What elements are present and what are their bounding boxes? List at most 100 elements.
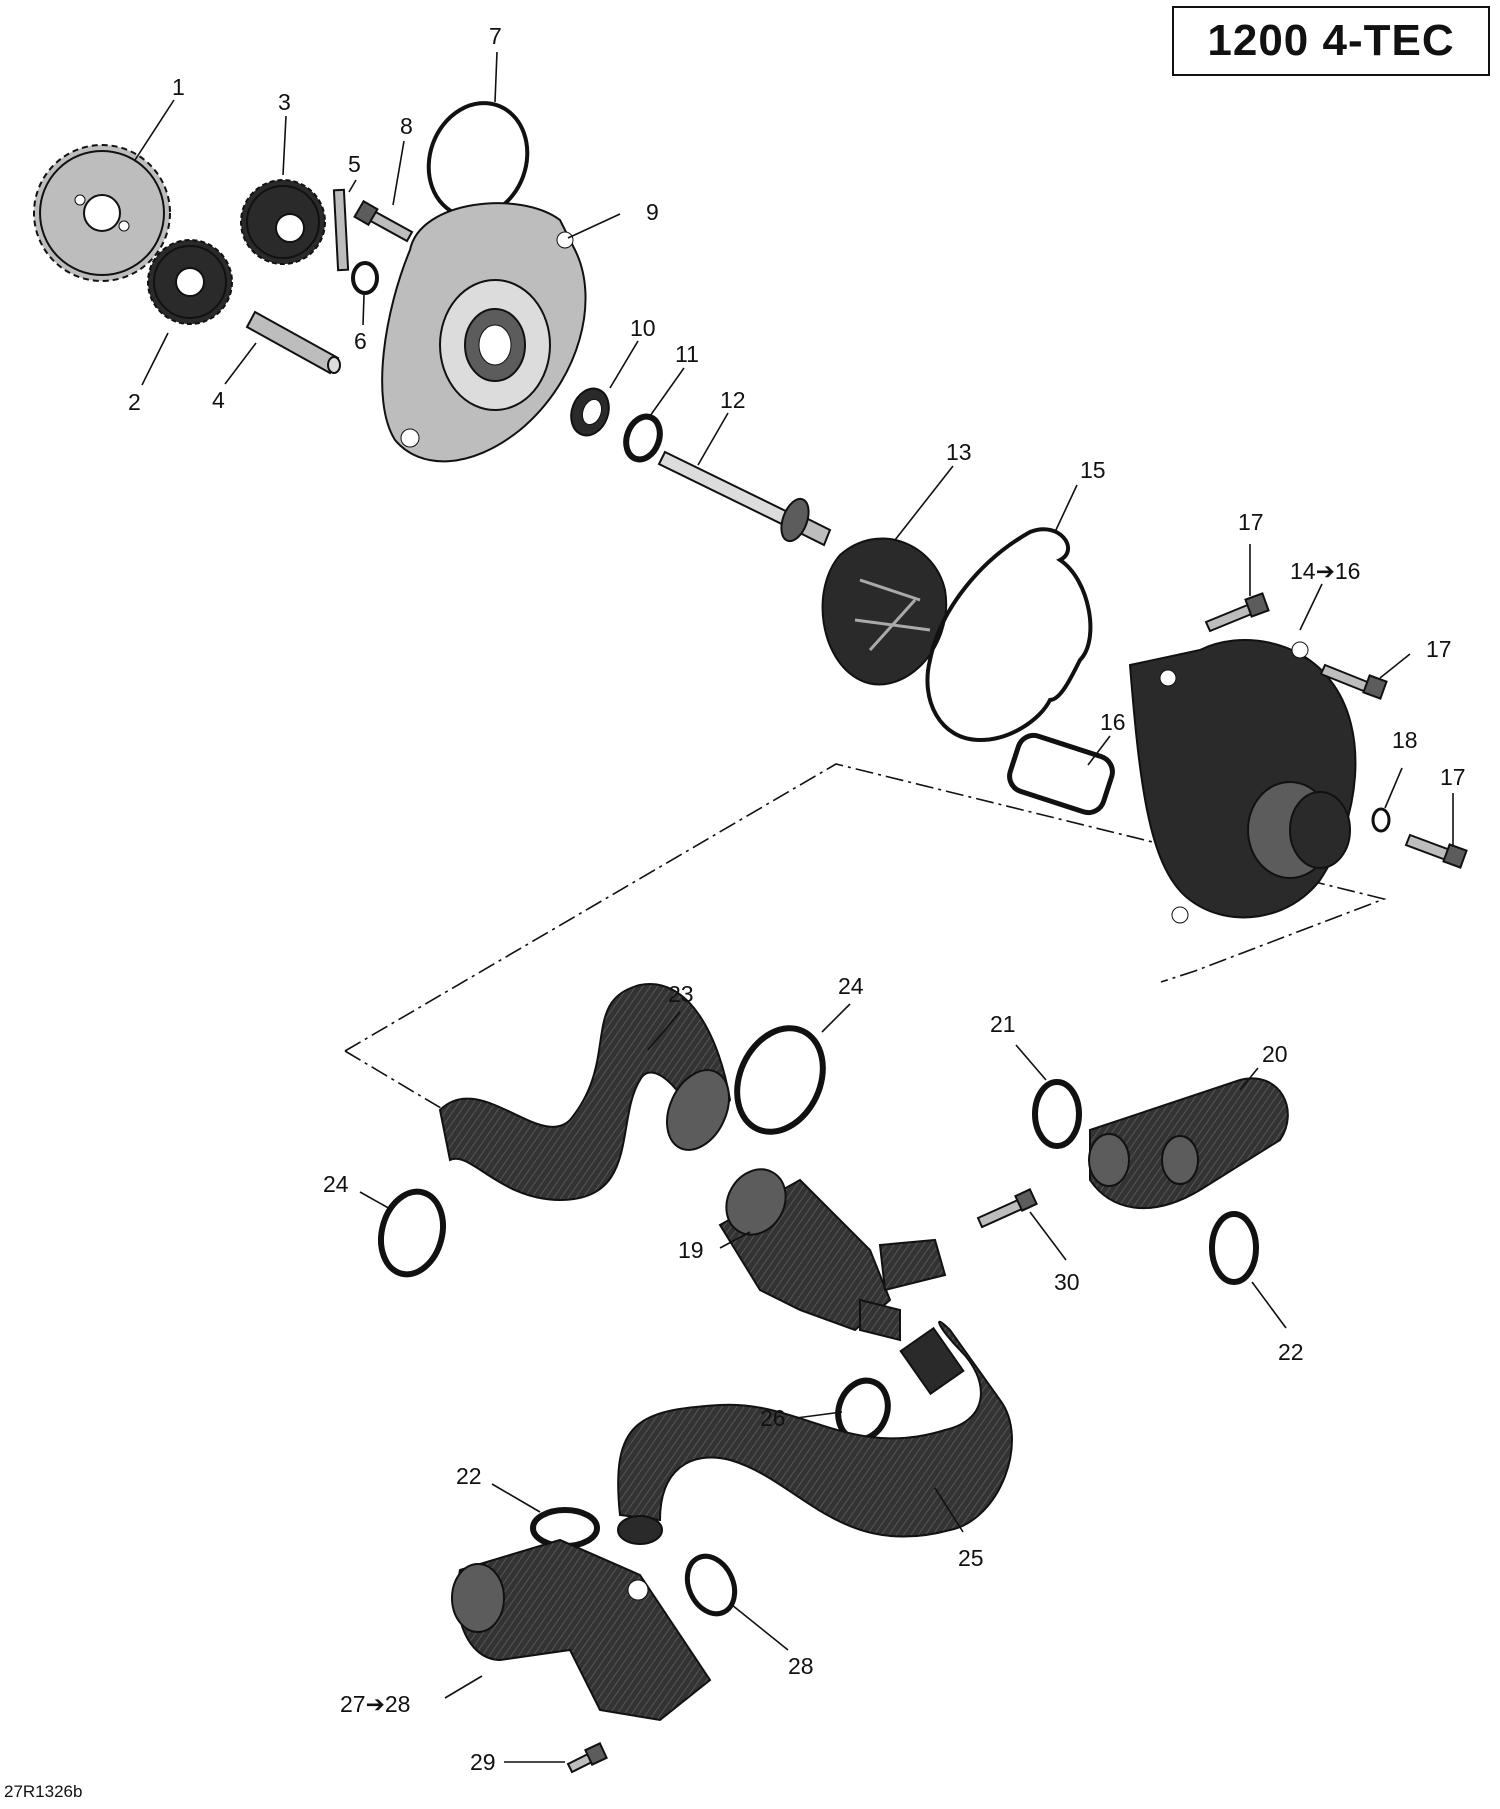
assembly-line [344, 763, 1387, 1052]
part-18-washer [1371, 807, 1391, 833]
leader-7 [494, 51, 498, 103]
leader-8 [392, 140, 405, 206]
callout-24b: 24 [323, 1171, 349, 1197]
part-21-clamp [1032, 1079, 1082, 1149]
part-28-o-ring [684, 1553, 738, 1617]
callout-5: 5 [348, 151, 361, 177]
callout-26: 26 [760, 1405, 786, 1431]
part-24-clamp-lower [378, 1188, 446, 1278]
assembly-line-branch [344, 1050, 457, 1118]
leader-27 [444, 1675, 483, 1699]
callout-22b: 22 [456, 1463, 482, 1489]
callout-16: 16 [1100, 709, 1126, 735]
callout-23: 23 [668, 981, 694, 1007]
leader-24a [821, 1003, 851, 1033]
leader-12 [697, 412, 729, 466]
callout-22a: 22 [1278, 1339, 1304, 1365]
callout-9: 9 [646, 199, 659, 225]
part-9-pump-housing [381, 202, 587, 463]
callout-7: 7 [489, 23, 502, 49]
leader-19 [719, 1231, 751, 1249]
leader-3 [282, 115, 287, 176]
leader-11 [649, 367, 685, 417]
part-17-bolt-c [1404, 833, 1468, 869]
leader-22a [1251, 1281, 1287, 1329]
part-24-clamp-upper [734, 1025, 826, 1135]
callout-21: 21 [990, 1011, 1016, 1037]
callout-8: 8 [400, 113, 413, 139]
leader-16 [1087, 735, 1111, 766]
leader-17b [1379, 653, 1411, 679]
part-8-bolt [353, 199, 414, 243]
leader-18 [1384, 767, 1403, 809]
callout-17b: 17 [1426, 636, 1452, 662]
part-13-impeller [821, 537, 948, 686]
callout-2: 2 [128, 389, 141, 415]
part-4-pin [245, 310, 341, 375]
part-19-thermostat-housing [718, 1168, 947, 1342]
callout-6: 6 [354, 328, 367, 354]
leader-9 [567, 213, 621, 239]
callout-24a: 24 [838, 973, 864, 999]
callout-20: 20 [1262, 1041, 1288, 1067]
part-12-shaft [657, 450, 832, 547]
part-17-bolt-b [1319, 663, 1388, 700]
callout-17c: 17 [1440, 764, 1466, 790]
part-27-outlet-housing [451, 1538, 712, 1722]
callout-19: 19 [678, 1237, 704, 1263]
callout-15: 15 [1080, 457, 1106, 483]
leader-26 [795, 1411, 843, 1419]
leader-23 [647, 1011, 681, 1051]
leader-30 [1029, 1211, 1067, 1261]
part-2-gear [147, 239, 233, 325]
leader-25 [934, 1487, 964, 1533]
model-title: 1200 4-TEC [1207, 16, 1455, 65]
part-20-elbow [1088, 1077, 1289, 1210]
part-10-seal [570, 387, 610, 437]
callout-18: 18 [1392, 727, 1418, 753]
callout-27-28: 27➔28 [340, 1691, 410, 1717]
callout-1: 1 [172, 74, 185, 100]
callout-28: 28 [788, 1653, 814, 1679]
part-25-hose [617, 1320, 1013, 1538]
leader-24b [359, 1191, 393, 1211]
reference-code: 27R1326b [4, 1782, 83, 1801]
leader-14 [1299, 583, 1323, 631]
leader-28 [731, 1604, 789, 1651]
part-14-cover [1128, 639, 1357, 924]
part-1-sprocket [33, 144, 171, 282]
leader-1 [134, 99, 175, 161]
part-15-gasket [925, 527, 1093, 743]
leader-10 [609, 340, 639, 389]
leader-20 [1239, 1067, 1259, 1091]
callout-30: 30 [1054, 1269, 1080, 1295]
part-22-clamp-left [530, 1507, 600, 1549]
leader-22b [491, 1483, 541, 1513]
leader-13 [894, 465, 954, 541]
part-29-bolt [566, 1742, 608, 1774]
part-11-clip [623, 413, 663, 463]
part-30-bolt [976, 1188, 1038, 1229]
callout-17a: 17 [1238, 509, 1264, 535]
model-title-box: 1200 4-TEC [1172, 6, 1490, 76]
callout-3: 3 [278, 89, 291, 115]
callout-4: 4 [212, 387, 225, 413]
part-22-clamp-right [1209, 1211, 1259, 1285]
leader-21 [1015, 1044, 1047, 1081]
callout-29: 29 [470, 1749, 496, 1775]
leader-5 [348, 179, 357, 193]
leader-6 [362, 294, 365, 326]
callout-10: 10 [630, 315, 656, 341]
leader-4 [224, 342, 257, 385]
part-16-seal [1007, 732, 1115, 816]
part-3-gear [240, 179, 326, 265]
leader-2 [141, 332, 169, 386]
callout-25: 25 [958, 1545, 984, 1571]
part-17-bolt-a [1204, 592, 1270, 633]
callout-12: 12 [720, 387, 746, 413]
leader-15 [1054, 484, 1078, 533]
callout-14-16: 14➔16 [1290, 558, 1360, 584]
callout-13: 13 [946, 439, 972, 465]
callout-11: 11 [675, 341, 699, 367]
